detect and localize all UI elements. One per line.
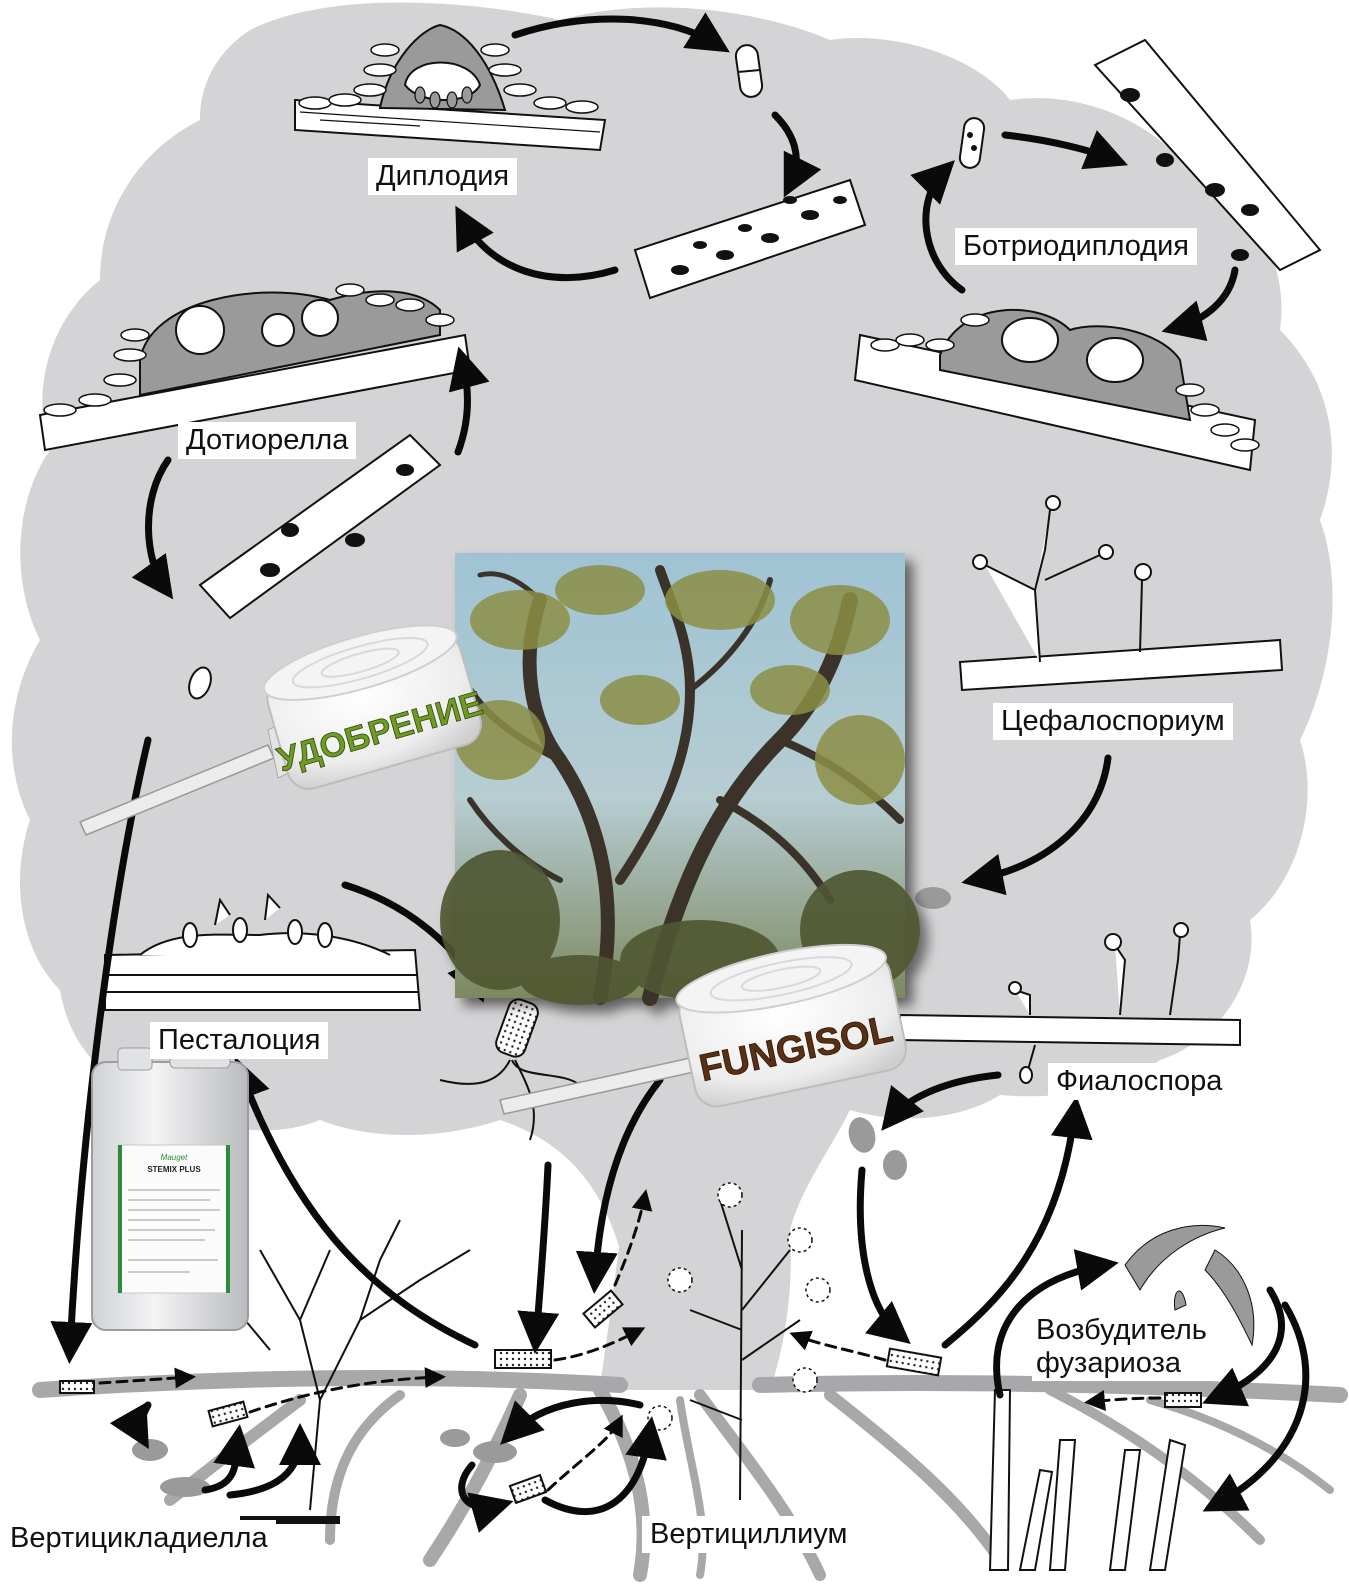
verticicladiella-spores <box>132 1439 210 1497</box>
label-cephalosporium: Цефалоспориум <box>993 703 1233 741</box>
cephalosporium-conidiophores <box>958 495 1284 692</box>
fusarium-root-fragment <box>1164 1392 1202 1408</box>
verticicladiella-fragment <box>207 1400 249 1428</box>
jug-name: STEMIX PLUS <box>147 1165 201 1174</box>
diplodia-spore <box>734 44 764 98</box>
label-dothiorella: Дотиорелла <box>178 422 357 460</box>
label-phialospora: Фиалоспора <box>1048 1063 1231 1101</box>
dothiorella-fruiting-body <box>38 283 472 452</box>
botryodiplodia-bark-segment <box>1093 38 1322 272</box>
diplodia-bark-segment <box>633 178 867 300</box>
fungisol-injector: FUNGISOL <box>499 943 907 1115</box>
botryodiplodia-spore <box>958 117 986 169</box>
botryodiplodia-fruiting-body <box>853 308 1260 472</box>
jug-brand: Mauget <box>161 1153 188 1162</box>
diplodia-fruiting-body <box>294 23 607 152</box>
pestalotia-fruiting-body <box>104 892 422 1011</box>
verticillium-spores <box>440 1429 517 1463</box>
label-fusarium-line1: Возбудитель <box>1032 1314 1211 1348</box>
fusarium-conidiophores <box>988 1389 1187 1571</box>
label-verticillium: Вертициллиум <box>642 1516 856 1554</box>
root-fragment-left <box>59 1380 95 1394</box>
label-verticicladiella: Вертицикладиелла <box>2 1520 276 1558</box>
root-fragment-upper <box>582 1289 624 1329</box>
verticillium-fragment <box>508 1473 548 1505</box>
fusarium-macroconidia <box>1124 1224 1255 1347</box>
phialospora-conidiophores <box>899 922 1241 1084</box>
label-botryodiplodia: Ботриодиплодия <box>955 228 1198 266</box>
dashed-arrows <box>98 1189 1162 1492</box>
label-diplodia: Диплодия <box>368 158 518 196</box>
root-fragment-center <box>494 1349 552 1369</box>
label-pestalotia: Песталоция <box>150 1022 329 1060</box>
label-fusarium: Возбудитель фузариоза <box>1024 1312 1219 1383</box>
phialospora-spores <box>848 1117 907 1180</box>
dothiorella-bark-segment <box>198 433 442 620</box>
cycle-arrows <box>50 12 1310 1533</box>
fusarium-fragment <box>885 1347 943 1377</box>
chemical-jug-icon: Mauget STEMIX PLUS <box>91 1047 249 1331</box>
cephalosporium-spore <box>915 887 951 909</box>
label-fusarium-line2: фузариоза <box>1032 1347 1211 1381</box>
oak-tree-photo <box>440 553 920 1006</box>
dothiorella-spore <box>188 666 212 700</box>
